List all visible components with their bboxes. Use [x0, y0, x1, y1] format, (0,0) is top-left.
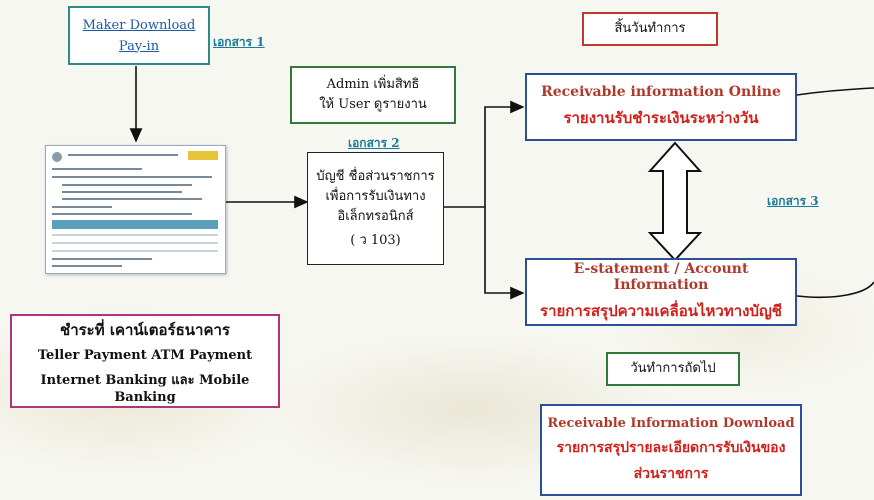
estatement-box: E-statement / Account Information รายการ…: [525, 258, 797, 326]
curve-estatement-right: [796, 281, 874, 299]
account-box: บัญชี ชื่อส่วนราชการ เพื่อการรับเงินทาง …: [307, 152, 444, 265]
payin-form-image: [45, 145, 226, 274]
end-of-day-label: สิ้นวันทำการ: [614, 21, 686, 36]
curve-online-right: [796, 87, 874, 96]
end-of-day-box: สิ้นวันทำการ: [582, 12, 718, 46]
counter-payment-box: ชำระที่ เคาน์เตอร์ธนาคาร Teller Payment …: [10, 314, 280, 408]
account-line1: บัญชี ชื่อส่วนราชการ: [316, 168, 435, 184]
doc3-label[interactable]: เอกสาร 3: [767, 194, 819, 208]
split-connector: [444, 100, 525, 208]
account-line2: เพื่อการรับเงินทาง: [325, 188, 426, 204]
download-title: Receivable Information Download: [547, 415, 795, 431]
receivable-download-box: Receivable Information Download รายการสร…: [540, 404, 802, 496]
download-line1: รายการสรุปรายละเอียดการรับเงินของ: [556, 439, 786, 456]
counter-line2: Teller Payment ATM Payment: [37, 347, 253, 363]
doc2-label[interactable]: เอกสาร 2: [348, 136, 400, 150]
admin-line1: Admin เพิ่มสิทธิ: [326, 77, 420, 92]
doc1-label[interactable]: เอกสาร 1: [213, 35, 265, 49]
next-day-label: วันทำการถัดไป: [630, 361, 716, 376]
online-title: Receivable information Online: [541, 84, 781, 100]
estatement-title: E-statement / Account Information: [573, 261, 749, 293]
double-arrow-icon: [647, 141, 703, 262]
admin-permission-box: Admin เพิ่มสิทธิ ให้ User ดูรายงาน: [290, 66, 456, 124]
split-connector-lower: [484, 207, 525, 300]
next-day-box: วันทำการถัดไป: [606, 352, 740, 386]
estatement-subtitle: รายการสรุปความเคลื่อนไหวทางบัญชี: [540, 302, 782, 320]
counter-line1: ชำระที่ เคาน์เตอร์ธนาคาร: [60, 320, 230, 339]
maker-download-link[interactable]: Maker Download: [82, 17, 196, 33]
admin-line2: ให้ User ดูรายงาน: [319, 97, 427, 112]
receivable-online-box: Receivable information Online รายงานรับช…: [525, 73, 797, 141]
account-line3: อิเล็กทรอนิกส์: [337, 208, 414, 224]
pay-in-link[interactable]: Pay-in: [118, 38, 160, 54]
maker-download-box: Maker Download Pay-in: [68, 6, 210, 65]
download-line2: ส่วนราชการ: [633, 465, 709, 482]
account-line4: ( ว 103): [350, 232, 401, 248]
online-subtitle: รายงานรับชำระเงินระหว่างวัน: [563, 109, 759, 127]
counter-line3: Internet Banking และ Mobile Banking: [40, 372, 250, 405]
